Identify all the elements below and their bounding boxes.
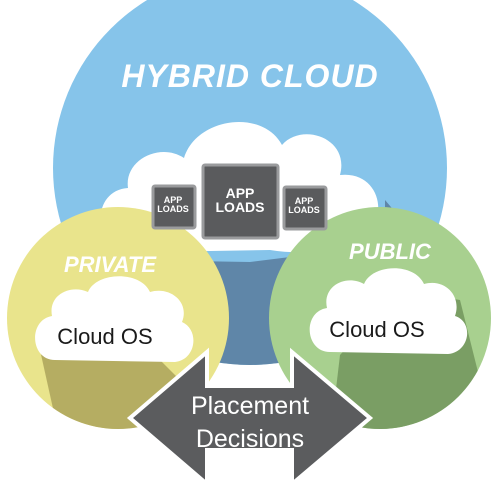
app-load-box-2 — [201, 163, 280, 240]
private-cloud — [35, 276, 194, 362]
app-load-box-1 — [151, 184, 197, 230]
placement-arrow — [126, 347, 374, 486]
app-load-box-3 — [282, 185, 328, 231]
public-cloud — [309, 268, 468, 354]
